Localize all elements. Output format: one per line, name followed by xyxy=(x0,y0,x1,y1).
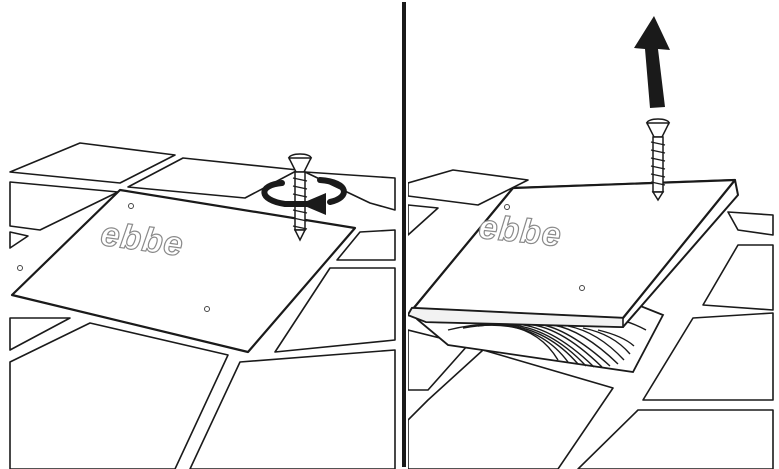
step-unscrew-panel: ebbe xyxy=(0,0,402,469)
screw-hole xyxy=(129,204,134,209)
step-divider xyxy=(402,2,406,467)
arrow-up-icon xyxy=(634,16,670,108)
remove-illustration: ebbe xyxy=(408,0,779,469)
screw-hole xyxy=(18,266,23,271)
screw-hole xyxy=(505,205,510,210)
step-remove-panel: ebbe xyxy=(408,0,779,469)
screw-hole xyxy=(580,286,585,291)
screw-hole xyxy=(205,307,210,312)
unscrew-illustration: ebbe xyxy=(0,0,402,469)
